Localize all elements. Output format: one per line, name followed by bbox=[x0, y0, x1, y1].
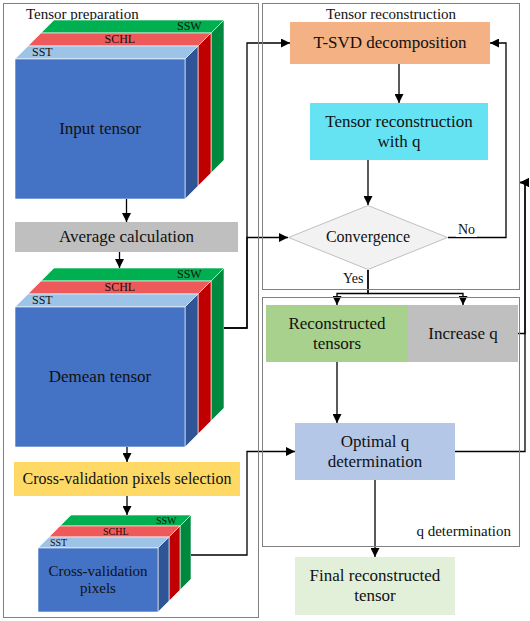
box-label: Reconstructed tensors bbox=[270, 314, 404, 353]
section-heading: q determination bbox=[416, 523, 511, 540]
edge-label: Yes bbox=[341, 271, 365, 286]
process-box: Reconstructed tensors bbox=[266, 305, 408, 362]
tensor-layer bbox=[15, 294, 198, 307]
process-box: Optimal q determination bbox=[295, 423, 455, 480]
tensor-layer bbox=[169, 526, 180, 601]
box-label: Optimal q determination bbox=[299, 432, 451, 471]
flow-arrow bbox=[337, 270, 368, 305]
layer-label: SST bbox=[32, 294, 53, 307]
tensor-layer bbox=[198, 33, 211, 186]
tensor-layer bbox=[41, 268, 224, 281]
layer-label: SSW bbox=[177, 20, 202, 33]
tensor-layer bbox=[211, 20, 224, 173]
tensor-layer bbox=[15, 46, 198, 59]
layer-label: SSW bbox=[156, 515, 177, 526]
layer-label: SCHL bbox=[105, 33, 136, 46]
flow-arrow bbox=[126, 199, 127, 222]
section-heading: Tensor reconstruction bbox=[263, 6, 519, 23]
tensor-cube: SSW SCHL SSTCross-validation pixels bbox=[38, 515, 191, 612]
flow-arrow bbox=[398, 64, 399, 103]
decision-diamond: Convergence bbox=[288, 205, 448, 270]
layer-label: SCHL bbox=[105, 281, 136, 294]
section-panel: q determination Reconstructed tensors Incr… bbox=[262, 297, 520, 547]
tensor-layer bbox=[198, 281, 211, 434]
tensor-layer bbox=[41, 20, 224, 33]
tensor-label: Input tensor bbox=[15, 59, 185, 199]
section-panel: Tensor reconstructionT-SVD decomposition… bbox=[262, 3, 520, 290]
layer-label: SSW bbox=[177, 268, 202, 281]
flow-arrow bbox=[119, 252, 120, 268]
layer-label: SST bbox=[50, 537, 67, 548]
box-label: Average calculation bbox=[59, 227, 194, 247]
flow-arrow bbox=[336, 362, 337, 423]
process-box: Tensor reconstruction with q bbox=[310, 103, 488, 160]
diamond-shape bbox=[289, 206, 448, 270]
flow-arrow bbox=[126, 496, 127, 515]
tensor-layer bbox=[49, 526, 180, 537]
process-box: Cross-validation pixels selection bbox=[14, 462, 240, 496]
tensor-layer bbox=[211, 268, 224, 421]
tensor-layer bbox=[158, 537, 169, 612]
process-box: T-SVD decomposition bbox=[290, 22, 490, 64]
box-label: Tensor reconstruction with q bbox=[314, 112, 484, 151]
box-label: Increase q bbox=[428, 324, 497, 344]
result-box: Final reconstructed tensor bbox=[295, 557, 455, 615]
flow-arrow bbox=[368, 270, 463, 305]
edge-label: No bbox=[456, 222, 477, 237]
process-box: Average calculation bbox=[15, 222, 238, 252]
tensor-layer bbox=[15, 59, 185, 199]
flow-arrow bbox=[374, 480, 375, 557]
tensor-label: Cross-validation pixels bbox=[38, 548, 158, 612]
box-label: T-SVD decomposition bbox=[314, 33, 467, 53]
layer-label: SCHL bbox=[103, 526, 129, 537]
process-box: Increase q bbox=[408, 305, 518, 362]
tensor-layer bbox=[185, 46, 198, 199]
box-label: Cross-validation pixels selection bbox=[23, 470, 232, 488]
tensor-layer bbox=[180, 515, 191, 590]
box-label: Final reconstructed tensor bbox=[299, 566, 451, 605]
tensor-layer bbox=[38, 548, 158, 612]
tensor-layer bbox=[28, 33, 211, 46]
tensor-layer bbox=[185, 294, 198, 447]
flow-arrow bbox=[224, 43, 290, 328]
section-panel: Tensor preparationSSWSCHLSSTInput tensor… bbox=[3, 3, 259, 618]
tensor-cube: SSW SCHL SSTDemean tensor bbox=[15, 268, 224, 447]
tensor-cube: SSW SCHL SSTInput tensor bbox=[15, 20, 224, 199]
flow-arrow bbox=[367, 160, 368, 205]
layer-label: SST bbox=[32, 46, 53, 59]
tensor-layer bbox=[28, 281, 211, 294]
tensor-layer bbox=[15, 307, 185, 447]
tensor-label: Demean tensor bbox=[15, 307, 185, 447]
decision-label: Convergence bbox=[326, 228, 410, 246]
tensor-layer bbox=[60, 515, 191, 526]
tensor-layer bbox=[38, 537, 169, 548]
flow-arrow bbox=[126, 447, 127, 462]
